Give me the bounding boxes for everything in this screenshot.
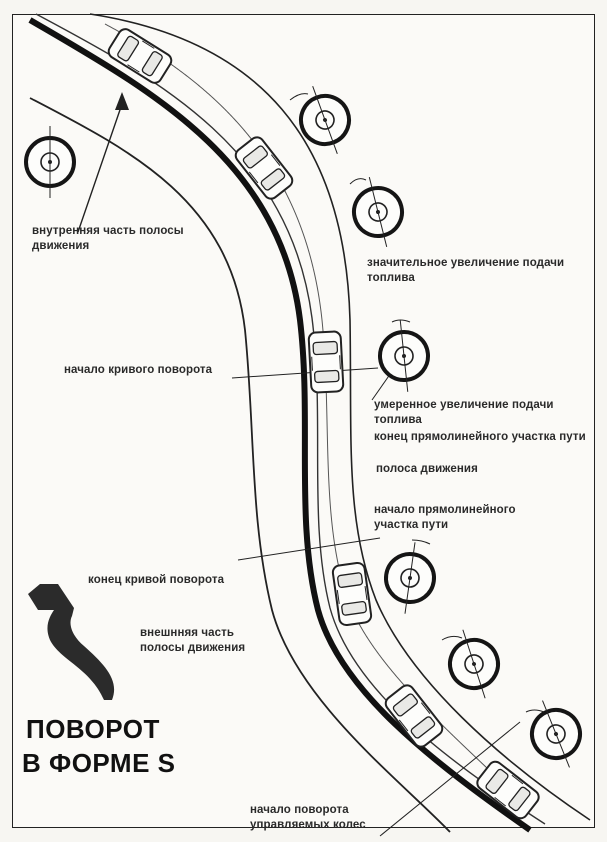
road-centre-edge-thick (28, 17, 532, 833)
car-3 (307, 330, 345, 394)
label-straight-end: конец прямолинейного участка пути (374, 431, 586, 443)
wheel-6 (518, 689, 594, 779)
road-outer-edge (89, 13, 591, 821)
label-moderate-throttle: умеренное увеличение подачи топлива (374, 399, 554, 426)
label-outer-lane: внешнняя часть полосы движения (140, 627, 246, 654)
car-2 (231, 133, 297, 203)
wheel-straight (24, 124, 76, 200)
wheel-3 (374, 315, 434, 397)
curve-start-line (231, 367, 379, 379)
wheel-5 (438, 620, 510, 708)
page-title: ПОВОРОТ В ФОРМЕ S (22, 714, 176, 778)
wheel-turn-start-line (379, 721, 521, 837)
car-5 (381, 681, 447, 751)
wheel-2 (344, 169, 412, 255)
label-straight-start: начало прямолинейного участка пути (374, 504, 516, 531)
car-1 (105, 25, 175, 87)
road-inner-edge (29, 97, 451, 833)
wheel-4 (379, 537, 441, 619)
label-curve-end: конец кривой поворота (88, 574, 225, 586)
wheel-1 (288, 75, 362, 165)
label-inner-lane: внутренняя часть полосы движения (32, 225, 184, 252)
label-significant-throttle: значительное увеличение подачи топлива (367, 257, 565, 284)
s-turn-arrow-icon (28, 584, 115, 700)
inner-lane-arrow (77, 92, 129, 233)
label-lane: полоса движения (376, 463, 478, 475)
label-curve-start: начало кривого поворота (64, 364, 213, 376)
label-wheel-turn-start: начало поворота управляемых колес (250, 804, 366, 831)
curve-end-line (237, 537, 381, 561)
car-4 (330, 561, 374, 627)
